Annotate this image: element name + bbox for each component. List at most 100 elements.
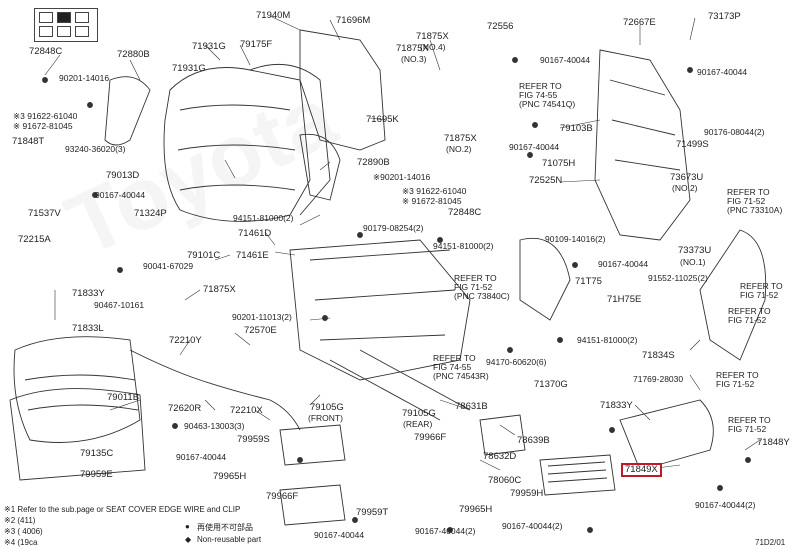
part-label: 71H75E bbox=[607, 294, 642, 305]
non-reusable-legend-marker: ◆ bbox=[185, 535, 192, 544]
part-label: 72890B bbox=[357, 157, 390, 168]
part-label: 90109-14016(2) bbox=[545, 234, 606, 244]
reference-note: REFER TO FIG 71-52 bbox=[728, 306, 771, 326]
non-reusable-legend-marker: ● bbox=[185, 522, 190, 531]
part-label-note: (NO.2) bbox=[446, 144, 472, 154]
reference-note: REFER TO FIG 71-52 bbox=[716, 370, 759, 390]
part-label: 71848T bbox=[12, 136, 45, 147]
reference-note: REFER TO FIG 71-52 (PNC 73310A) bbox=[727, 187, 783, 216]
part-label: ※3 91622-61040 bbox=[402, 186, 467, 196]
seatback-cover bbox=[249, 63, 331, 216]
part-label: 71499S bbox=[676, 139, 709, 150]
part-label: 72620R bbox=[168, 403, 202, 414]
part-label: 71T75 bbox=[575, 276, 602, 287]
part-label: 72667E bbox=[623, 17, 656, 28]
part-label: 79965H bbox=[459, 504, 493, 515]
seat-cushion-stitch bbox=[24, 374, 139, 411]
part-label: 79101C bbox=[187, 250, 221, 261]
part-label: 90167-40044(2) bbox=[502, 521, 563, 531]
part-label: 78631B bbox=[455, 401, 488, 412]
part-label: 90167-40044 bbox=[540, 55, 591, 65]
part-label-note: (NO.3) bbox=[401, 54, 427, 64]
reference-note: REFER TO FIG 71-52 bbox=[740, 281, 783, 301]
seatback-frame-bars bbox=[609, 79, 681, 171]
part-label-highlighted[interactable]: 71849X bbox=[621, 463, 662, 477]
part-label: 71696M bbox=[336, 15, 371, 26]
part-label: 90167-40044 bbox=[95, 190, 146, 200]
part-label: ※90201-14016 bbox=[373, 172, 431, 182]
reference-note: REFER TO FIG 74-55 (PNC 74543R) bbox=[433, 353, 489, 382]
seatback-frame bbox=[594, 49, 691, 241]
part-label: 73373U bbox=[678, 245, 712, 256]
part-label: 71875X bbox=[203, 284, 236, 295]
part-label: 71834S bbox=[642, 350, 675, 361]
part-label: 90176-08044(2) bbox=[704, 127, 765, 137]
part-label: ※ 91672-81045 bbox=[402, 196, 462, 206]
part-label: 90167-40044 bbox=[509, 142, 560, 152]
part-label: 90167-40044(2) bbox=[415, 526, 476, 536]
part-label: 90467-10161 bbox=[94, 300, 145, 310]
part-label: 72848C bbox=[448, 207, 482, 218]
part-label: 71461D bbox=[238, 228, 272, 239]
part-label: 71931G bbox=[172, 63, 206, 74]
part-label: 72215A bbox=[18, 234, 51, 245]
part-label: 79105G bbox=[402, 408, 436, 419]
part-label: 71940M bbox=[256, 10, 291, 21]
part-label: ※3 91622-61040 bbox=[13, 111, 78, 121]
part-label: 94151-81000(2) bbox=[433, 241, 494, 251]
switch-ribs bbox=[547, 461, 608, 483]
part-label: 90167-40044 bbox=[176, 452, 227, 462]
part-label: 71370G bbox=[534, 379, 568, 390]
part-label: 78060C bbox=[488, 475, 522, 486]
inner-belt-buckle bbox=[479, 414, 526, 456]
non-reusable-legend-en: Non-reusable part bbox=[197, 535, 262, 544]
part-label: 90167-40044(2) bbox=[695, 500, 756, 510]
part-label: 79966F bbox=[414, 432, 447, 443]
lower-trim-front bbox=[279, 424, 346, 466]
part-label: 71833Y bbox=[72, 288, 105, 299]
reference-note: REFER TO FIG 71-52 bbox=[728, 415, 771, 435]
part-label: 79135C bbox=[80, 448, 114, 459]
seat-frame bbox=[289, 239, 471, 381]
part-label: 72570E bbox=[244, 325, 277, 336]
part-label: 71875X bbox=[416, 31, 449, 42]
part-label: 72848C bbox=[29, 46, 63, 57]
part-label: 73673U bbox=[670, 172, 704, 183]
seatback-cushion bbox=[163, 67, 311, 222]
part-label-note: (FRONT) bbox=[308, 413, 343, 423]
wire-harness bbox=[129, 349, 301, 431]
part-label: 71848Y bbox=[757, 437, 790, 448]
part-label: 72525N bbox=[529, 175, 563, 186]
part-label: 72556 bbox=[487, 21, 514, 32]
reference-note: REFER TO FIG 71-52 (PNC 73840C) bbox=[454, 273, 510, 302]
non-reusable-legend-jp: 再使用不可部品 bbox=[197, 523, 253, 532]
part-label: 94151-81000(2) bbox=[577, 335, 638, 345]
part-label: 79959T bbox=[356, 507, 389, 518]
power-seat-switch bbox=[539, 454, 616, 496]
legend-cell bbox=[57, 26, 71, 37]
seat-frame-bars bbox=[309, 249, 456, 341]
part-label: 79959E bbox=[80, 469, 113, 480]
part-label: 71875X bbox=[444, 133, 477, 144]
part-label: ※ 91672-81045 bbox=[13, 121, 73, 131]
part-label: 71324P bbox=[134, 208, 167, 219]
part-label: 79013D bbox=[106, 170, 140, 181]
seat-position-legend bbox=[34, 8, 98, 42]
part-label: 71461E bbox=[236, 250, 269, 261]
part-label: 90201-14016 bbox=[59, 73, 110, 83]
fasteners bbox=[42, 57, 751, 533]
part-label: 78632D bbox=[483, 451, 517, 462]
part-label: 90179-08254(2) bbox=[363, 223, 424, 233]
part-label: 90167-40044 bbox=[697, 67, 748, 77]
legend-cell-active bbox=[57, 12, 71, 23]
part-label: 79103B bbox=[560, 123, 593, 134]
part-label: 78639B bbox=[517, 435, 550, 446]
headrest-panel bbox=[299, 29, 386, 151]
part-label: 71769-28030 bbox=[633, 374, 684, 384]
seat-side-cover bbox=[619, 399, 714, 471]
footnote: ※2 (411) bbox=[4, 516, 36, 525]
part-label: 79965H bbox=[213, 471, 247, 482]
legend-cell bbox=[39, 26, 53, 37]
part-label: 91552-11025(2) bbox=[648, 273, 708, 283]
